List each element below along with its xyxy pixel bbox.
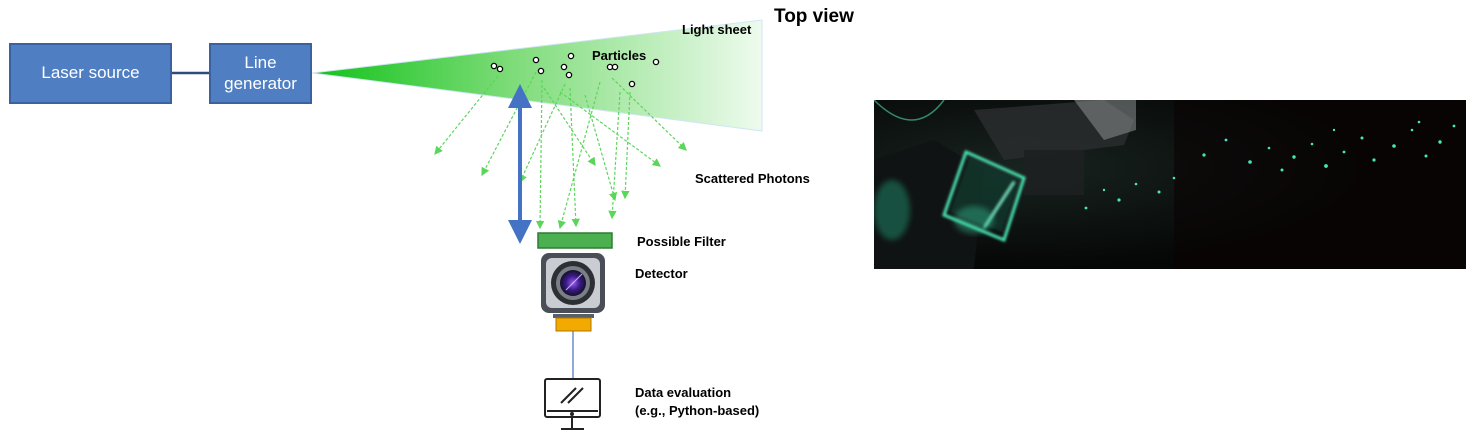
- particles-group: [490, 52, 660, 88]
- line-generator-label-line2: generator: [224, 73, 297, 93]
- particle: [496, 65, 504, 73]
- photon-arrow: [519, 83, 566, 184]
- line-generator-box: Line generator: [209, 43, 312, 104]
- particle: [567, 52, 575, 60]
- particle: [537, 67, 545, 75]
- line-generator-label-line1: Line: [244, 53, 277, 73]
- photon-arrow: [543, 87, 596, 167]
- detector-label: Detector: [635, 266, 688, 281]
- photon-arrow: [557, 81, 601, 230]
- scattered-photons-label: Scattered Photons: [695, 171, 810, 186]
- possible-filter-label: Possible Filter: [637, 234, 726, 249]
- particles-label: Particles: [592, 48, 647, 63]
- photon-arrow: [559, 91, 661, 167]
- laser-source-box: Laser source: [9, 43, 172, 104]
- data-evaluation-label-line1: Data evaluation: [635, 385, 732, 400]
- laser-source-label: Laser source: [41, 63, 140, 83]
- scattered-photon-arrows: [434, 71, 687, 230]
- photon-arrow: [569, 87, 580, 228]
- particle: [628, 80, 636, 88]
- photon-arrow: [611, 77, 687, 151]
- particle: [532, 56, 540, 64]
- photon-arrow: [608, 91, 621, 220]
- monitor-icon: [544, 378, 601, 430]
- photon-arrow: [621, 91, 631, 200]
- camera-icon: [541, 253, 605, 332]
- experiment-photo: [874, 100, 1466, 269]
- data-evaluation-label-line2: (e.g., Python-based): [635, 403, 760, 418]
- diagram-title: Top view: [774, 6, 854, 27]
- photon-arrow: [481, 71, 537, 177]
- particle: [652, 58, 660, 66]
- particle: [490, 62, 498, 70]
- particle: [565, 71, 573, 79]
- light-sheet-outline: [311, 19, 763, 132]
- particle: [560, 63, 568, 71]
- light-sheet-wedge: [312, 20, 762, 131]
- particle: [611, 63, 619, 71]
- photon-arrow: [584, 94, 618, 202]
- filter-plate: [537, 232, 613, 249]
- light-sheet-label: Light sheet: [682, 22, 752, 37]
- photon-arrow: [434, 75, 499, 155]
